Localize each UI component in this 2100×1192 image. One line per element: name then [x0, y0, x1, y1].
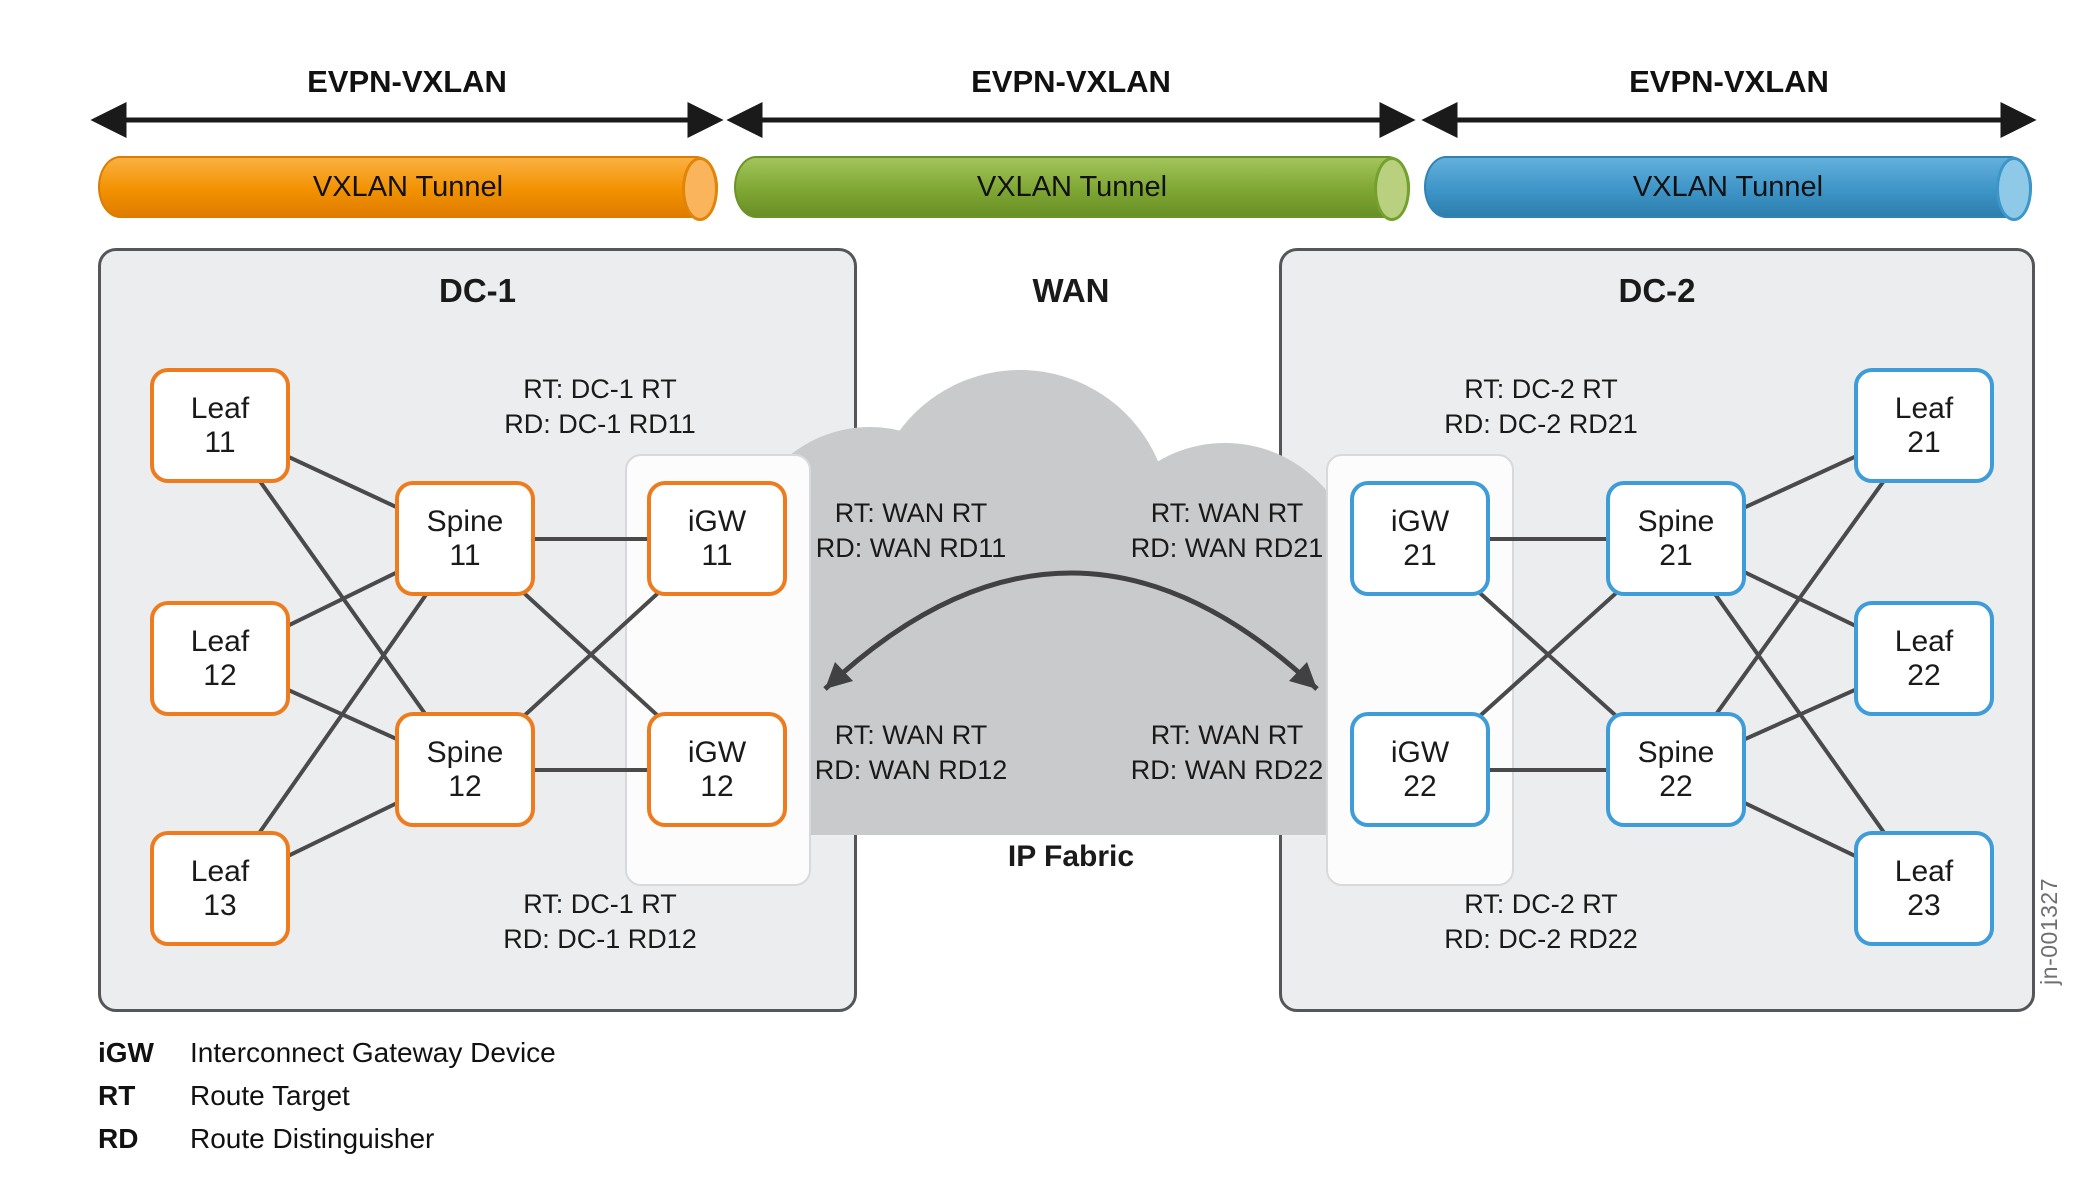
- arrowhead-right-icon: [1289, 662, 1317, 689]
- cylinder-cap-icon: [1374, 157, 1410, 221]
- wan-title: WAN: [1032, 272, 1110, 309]
- arrowhead-left-icon: [1421, 101, 1458, 139]
- legend-definition: Route Target: [190, 1080, 350, 1111]
- wan-rt-rd-top-left: RT: WAN RT RD: WAN RD11: [815, 498, 1007, 563]
- node-label: iGW 21: [1390, 504, 1450, 572]
- node-label: Leaf 12: [190, 624, 250, 692]
- cylinder-cap-icon: [682, 157, 718, 221]
- legend-definition: Route Distinguisher: [190, 1123, 435, 1154]
- vxlan-tunnel-orange: VXLAN Tunnel: [98, 156, 718, 221]
- node-label: Spine 11: [426, 504, 504, 572]
- dc1-rt-rd-bottom: RT: DC-1 RT RD: DC-1 RD12: [503, 889, 697, 954]
- node-leaf-13: Leaf 13: [150, 831, 290, 946]
- vxlan-tunnel-label: VXLAN Tunnel: [1632, 170, 1824, 203]
- node-label: Leaf 11: [190, 391, 250, 459]
- node-leaf-22: Leaf 22: [1854, 601, 1994, 716]
- legend-term: RD: [98, 1123, 139, 1154]
- node-label: Spine 12: [426, 735, 504, 803]
- wan-rt-rd-bottom-right: RT: WAN RT RD: WAN RD22: [1130, 720, 1324, 785]
- node-igw-12: iGW 12: [647, 712, 787, 827]
- evpn-label-middle: EVPN-VXLAN: [971, 64, 1171, 99]
- dc2-title: DC-2: [1618, 272, 1696, 309]
- node-igw-11: iGW 11: [647, 481, 787, 596]
- node-label: Leaf 22: [1894, 624, 1954, 692]
- node-leaf-21: Leaf 21: [1854, 368, 1994, 483]
- evpn-span-arrows: [90, 101, 2037, 139]
- arrowhead-right-icon: [1379, 101, 1416, 139]
- dc2-rt-rd-bottom: RT: DC-2 RT RD: DC-2 RD22: [1444, 889, 1638, 954]
- legend-row-igw: iGW Interconnect Gateway Device: [98, 1038, 556, 1068]
- wan-rt-rd-top-right: RT: WAN RT RD: WAN RD21: [1130, 498, 1324, 563]
- ip-fabric-label: IP Fabric: [1007, 840, 1135, 873]
- vxlan-tunnel-blue: VXLAN Tunnel: [1424, 156, 2032, 221]
- link-line: [218, 537, 467, 891]
- cloud-base: [690, 620, 1450, 835]
- legend-term: RT: [98, 1080, 136, 1111]
- node-label: iGW 12: [687, 735, 747, 803]
- node-spine-22: Spine 22: [1606, 712, 1746, 827]
- vxlan-tunnel-label: VXLAN Tunnel: [976, 170, 1168, 203]
- node-label: iGW 22: [1390, 735, 1450, 803]
- arrowhead-left-icon: [726, 101, 763, 139]
- node-leaf-23: Leaf 23: [1854, 831, 1994, 946]
- legend-definition: Interconnect Gateway Device: [190, 1037, 556, 1068]
- legend-term: iGW: [98, 1037, 154, 1068]
- vxlan-tunnel-label: VXLAN Tunnel: [312, 170, 504, 203]
- wan-rt-rd-bottom-left: RT: WAN RT RD: WAN RD12: [814, 720, 1008, 785]
- figure-id-label: jn-001327: [2036, 878, 2062, 985]
- arrowhead-left-icon: [825, 662, 853, 689]
- arrowhead-left-icon: [90, 101, 127, 139]
- interconnect-arc: [823, 570, 1319, 691]
- wan-interconnect-arrow: [823, 570, 1319, 691]
- dc1-rt-rd-top: RT: DC-1 RT RD: DC-1 RD11: [504, 374, 696, 439]
- node-igw-21: iGW 21: [1350, 481, 1490, 596]
- dc2-rt-rd-top: RT: DC-2 RT RD: DC-2 RD21: [1444, 374, 1638, 439]
- arrowhead-right-icon: [687, 101, 724, 139]
- legend-row-rd: RD Route Distinguisher: [98, 1124, 556, 1154]
- evpn-label-left: EVPN-VXLAN: [307, 64, 507, 99]
- node-spine-21: Spine 21: [1606, 481, 1746, 596]
- node-leaf-11: Leaf 11: [150, 368, 290, 483]
- evpn-label-right: EVPN-VXLAN: [1629, 64, 1829, 99]
- node-label: Leaf 21: [1894, 391, 1954, 459]
- node-label: Leaf 23: [1894, 854, 1954, 922]
- node-label: Leaf 13: [190, 854, 250, 922]
- node-spine-12: Spine 12: [395, 712, 535, 827]
- node-label: Spine 21: [1637, 504, 1715, 572]
- node-label: iGW 11: [687, 504, 747, 572]
- node-spine-11: Spine 11: [395, 481, 535, 596]
- node-igw-22: iGW 22: [1350, 712, 1490, 827]
- dc1-title: DC-1: [438, 272, 516, 309]
- vxlan-tunnel-green: VXLAN Tunnel: [734, 156, 1410, 221]
- cylinder-cap-icon: [1996, 157, 2032, 221]
- legend: iGW Interconnect Gateway Device RT Route…: [98, 1038, 556, 1167]
- node-leaf-12: Leaf 12: [150, 601, 290, 716]
- node-label: Spine 22: [1637, 735, 1715, 803]
- legend-row-rt: RT Route Target: [98, 1081, 556, 1111]
- arrowhead-right-icon: [2000, 101, 2037, 139]
